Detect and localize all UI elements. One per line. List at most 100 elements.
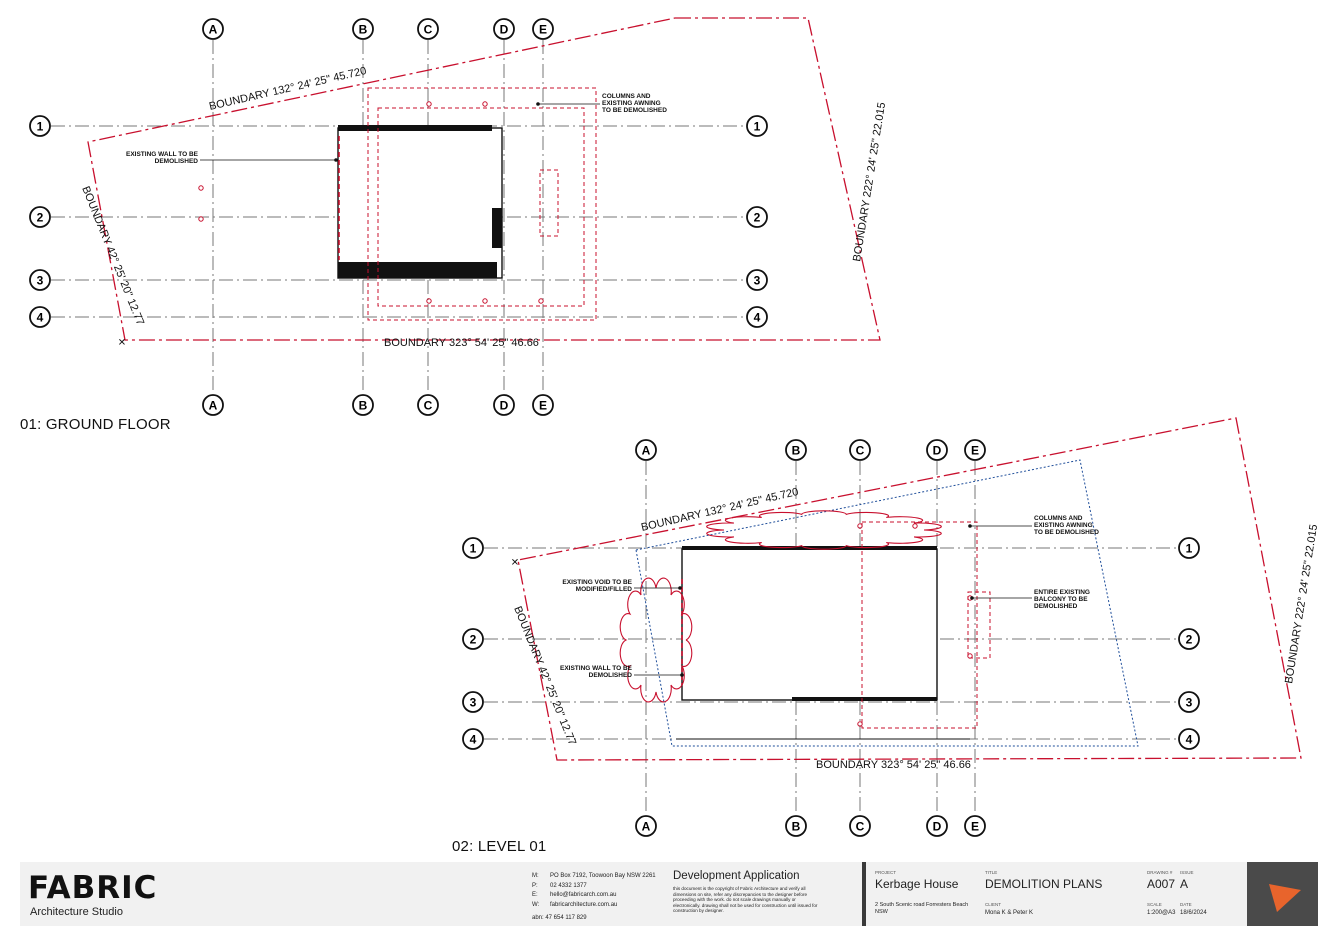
grid-bubble-left-1-label: 1	[470, 542, 477, 556]
existing-wall-east	[492, 208, 502, 248]
grid-bubble-top-e	[964, 439, 986, 461]
column-to-demolish	[967, 653, 973, 659]
date: 18/6/2024	[1180, 910, 1207, 916]
note-arrowhead-awning	[968, 524, 972, 528]
grid-bubble-top-a	[635, 439, 657, 461]
note-arrowhead-wall	[334, 158, 338, 162]
project-name: Kerbage House	[875, 877, 959, 891]
grid-bubble-bottom-c-label: C	[856, 820, 865, 834]
grid-bubble-right-4	[746, 306, 768, 328]
grid-bubble-left-2	[29, 206, 51, 228]
existing-wall-south	[792, 697, 937, 701]
grid-bubble-left-4-label: 4	[470, 733, 477, 747]
grid-bubble-left-1-label: 1	[37, 120, 44, 134]
contact-key: P:	[532, 882, 538, 889]
note-awning-line: COLUMNS AND	[1034, 515, 1083, 522]
scale: 1:200@A3	[1147, 910, 1176, 916]
grid-bubble-right-1-label: 1	[754, 120, 761, 134]
boundary-label-bottom: BOUNDARY 323° 54' 25" 46.66	[384, 337, 539, 349]
boundary-label-bottom: BOUNDARY 323° 54' 25" 46.66	[816, 759, 971, 771]
grid-bubble-top-b	[785, 439, 807, 461]
grid-bubble-right-3	[746, 269, 768, 291]
grid-bubble-right-2	[746, 206, 768, 228]
grid-bubble-top-e-label: E	[539, 23, 547, 37]
scale-label: SCALE	[1147, 902, 1162, 907]
column-to-demolish	[198, 216, 204, 222]
drawing-title: DEMOLITION PLANS	[985, 877, 1103, 891]
logo-subtitle: Architecture Studio	[30, 906, 123, 918]
contact-value: hello@fabricarch.com.au	[550, 892, 617, 898]
building-outline	[681, 548, 938, 701]
note-balcony-line: ENTIRE EXISTING	[1034, 589, 1090, 596]
grid-bubble-top-b-label: B	[359, 23, 368, 37]
note-awning-line: EXISTING AWNING	[1034, 522, 1093, 529]
existing-wall-south	[338, 262, 497, 278]
abn: abn: 47 654 117 829	[532, 915, 587, 921]
grid-bubble-left-1	[29, 115, 51, 137]
grid-bubble-top-c-label: C	[424, 23, 433, 37]
note-awning-line: COLUMNS AND	[602, 93, 651, 100]
grid-bubble-right-3-label: 3	[754, 274, 761, 288]
grid-bubble-top-b	[352, 18, 374, 40]
north-arrow-icon	[1247, 862, 1318, 926]
grid-bubble-left-3	[462, 691, 484, 713]
boundary-label-left: BOUNDARY 42° 25' 20" 12.77	[511, 605, 578, 747]
client-name: Mona K & Peter K	[985, 910, 1034, 916]
grid-bubble-right-1	[1178, 537, 1200, 559]
grid-bubble-top-e	[532, 18, 554, 40]
column-to-demolish	[482, 101, 488, 107]
grid-bubble-left-4	[462, 728, 484, 750]
awning-revision-cloud	[706, 510, 942, 550]
grid-bubble-bottom-d	[926, 815, 948, 837]
column-to-demolish	[426, 101, 432, 107]
grid-bubble-right-4	[1178, 728, 1200, 750]
grid-bubble-right-2-label: 2	[754, 211, 761, 225]
grid-bubble-top-d	[493, 18, 515, 40]
grid-bubble-bottom-b	[785, 815, 807, 837]
project-label: PROJECT	[875, 870, 897, 875]
grid-bubble-left-4-label: 4	[37, 311, 44, 325]
building-outline	[337, 127, 503, 279]
contact-value: 02 4332 1377	[550, 882, 587, 889]
note-awning-line: TO BE DEMOLISHED	[602, 107, 667, 114]
column-to-demolish	[857, 523, 863, 529]
note-arrowhead-void	[678, 586, 682, 590]
note-arrowhead-balcony	[970, 596, 974, 600]
title-divider	[862, 862, 866, 926]
grid-bubble-right-2-label: 2	[1186, 633, 1193, 647]
grid-bubble-left-1	[462, 537, 484, 559]
grid-bubble-bottom-e-label: E	[539, 399, 547, 413]
column-to-demolish	[198, 185, 204, 191]
grid-bubble-bottom-e	[532, 394, 554, 416]
column-to-demolish	[538, 298, 544, 304]
contact-value: fabricarchitecture.com.au	[550, 901, 618, 908]
grid-bubble-bottom-b-label: B	[359, 399, 368, 413]
grid-bubble-top-a-label: A	[209, 23, 218, 37]
grid-bubble-bottom-b-label: B	[792, 820, 801, 834]
note-balcony-line: BALCONY TO BE	[1034, 596, 1088, 603]
contact-key: W:	[532, 901, 540, 908]
void-revision-cloud	[619, 577, 693, 703]
note-wall-line: DEMOLISHED	[155, 158, 199, 165]
grid-bubble-left-2-label: 2	[470, 633, 477, 647]
issue-label: ISSUE	[1180, 870, 1194, 875]
fabric-logo: FABRIC	[28, 872, 157, 902]
boundary-label-top: BOUNDARY 132° 24' 25" 45.720	[640, 486, 800, 534]
grid-bubble-bottom-b	[352, 394, 374, 416]
grid-bubble-left-3	[29, 269, 51, 291]
grid-bubble-top-b-label: B	[792, 444, 801, 458]
grid-bubble-top-d-label: D	[933, 444, 942, 458]
column-to-demolish	[857, 721, 863, 727]
existing-wall-north	[338, 125, 492, 131]
boundary-label-right: BOUNDARY 222° 24' 25" 22.015	[1283, 524, 1320, 685]
grid-bubble-top-c	[849, 439, 871, 461]
grid-bubble-top-c-label: C	[856, 444, 865, 458]
fabric-logo-text: FABRIC	[28, 872, 157, 902]
survey-mark-icon: ✕	[118, 338, 126, 349]
grid-bubble-top-e-label: E	[971, 444, 979, 458]
disclaimer: this document is the copyright of Fabric…	[673, 886, 818, 914]
grid-bubble-left-4	[29, 306, 51, 328]
column-to-demolish	[912, 523, 918, 529]
title-block: FABRIC Architecture Studio M:PO Box 7192…	[20, 862, 1318, 926]
